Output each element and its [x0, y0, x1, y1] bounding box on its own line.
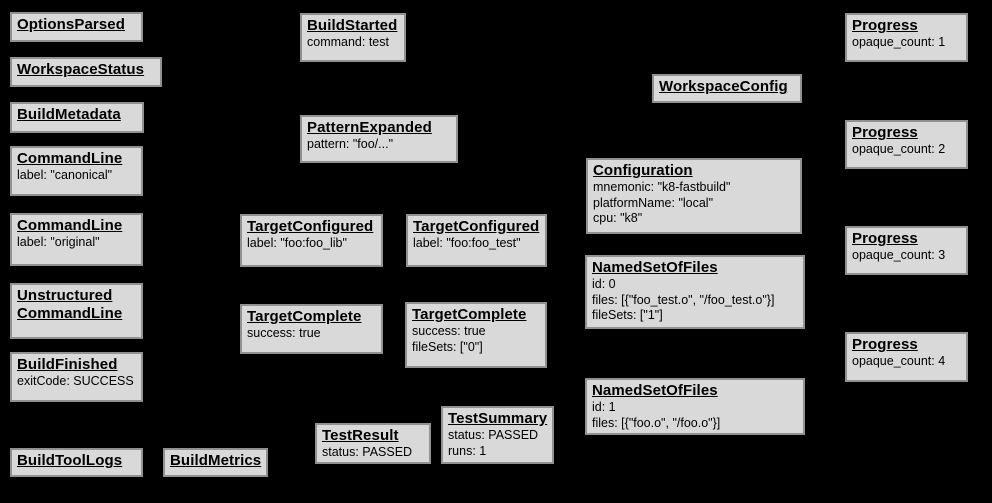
event-field: runs: 1: [448, 443, 487, 458]
event-field: label: "foo:foo_test": [413, 236, 521, 250]
event-field: files: [{"foo_test.o", "/foo_test.o"}]: [592, 292, 775, 307]
event-title: BuildStarted: [307, 17, 398, 34]
event-field: pattern: "foo/...": [307, 137, 394, 151]
event-field: success: true: [412, 324, 486, 338]
event-box-unstructured-command-line: Unstructured CommandLine: [10, 283, 143, 339]
event-field: label: "foo:foo_lib": [247, 236, 347, 250]
event-title: PatternExpanded: [307, 119, 432, 136]
event-field: opaque_count: 1: [852, 35, 946, 49]
event-title: Unstructured CommandLine: [17, 287, 123, 322]
event-field: success: true: [247, 326, 321, 340]
event-title: NamedSetOfFiles: [592, 382, 718, 399]
event-field: opaque_count: 2: [852, 142, 946, 156]
event-field: mnemonic: "k8-fastbuild": [593, 180, 731, 194]
event-title: Progress: [852, 124, 918, 141]
event-title: CommandLine: [17, 217, 123, 234]
event-field: platformName: "local": [593, 195, 714, 210]
event-field: id: 1: [592, 400, 616, 414]
event-box-workspace-status: WorkspaceStatus: [10, 57, 162, 87]
event-box-build-tool-logs: BuildToolLogs: [10, 448, 143, 477]
event-title: CommandLine: [17, 150, 123, 167]
event-title: NamedSetOfFiles: [592, 259, 718, 276]
event-field: exitCode: SUCCESS: [17, 374, 134, 388]
event-title: BuildMetrics: [170, 452, 262, 469]
event-title: TargetComplete: [247, 308, 362, 325]
event-title: OptionsParsed: [17, 16, 125, 33]
event-field: label: "canonical": [17, 168, 113, 182]
event-title: Configuration: [593, 162, 693, 179]
event-box-build-metadata: BuildMetadata: [10, 102, 144, 133]
event-title: TestSummary: [448, 410, 548, 427]
event-field: opaque_count: 3: [852, 248, 946, 262]
event-title: TargetConfigured: [413, 218, 540, 235]
event-title: Progress: [852, 230, 918, 247]
event-field: opaque_count: 4: [852, 354, 946, 368]
event-field: label: "original": [17, 235, 100, 249]
event-field: cpu: "k8": [593, 211, 643, 225]
event-title: Progress: [852, 17, 918, 34]
event-title: TargetConfigured: [247, 218, 374, 235]
event-field: files: [{"foo.o", "/foo.o"}]: [592, 415, 721, 430]
event-title: BuildToolLogs: [17, 452, 123, 469]
event-title: WorkspaceConfig: [659, 78, 788, 95]
event-field: id: 0: [592, 277, 616, 291]
event-box-options-parsed: OptionsParsed: [10, 12, 143, 42]
event-field: fileSets: ["0"]: [412, 339, 483, 354]
event-field: fileSets: ["1"]: [592, 308, 663, 322]
event-title: BuildFinished: [17, 356, 118, 373]
event-field: status: PASSED: [322, 445, 413, 459]
event-title: TestResult: [322, 427, 399, 444]
event-field: status: PASSED: [448, 428, 539, 442]
event-box-build-metrics: BuildMetrics: [163, 448, 268, 477]
event-title: WorkspaceStatus: [17, 61, 145, 78]
event-field: command: test: [307, 35, 389, 49]
event-box-workspace-config: WorkspaceConfig: [652, 74, 802, 103]
event-title: BuildMetadata: [17, 106, 121, 123]
event-title: TargetComplete: [412, 306, 527, 323]
event-title: Progress: [852, 336, 918, 353]
